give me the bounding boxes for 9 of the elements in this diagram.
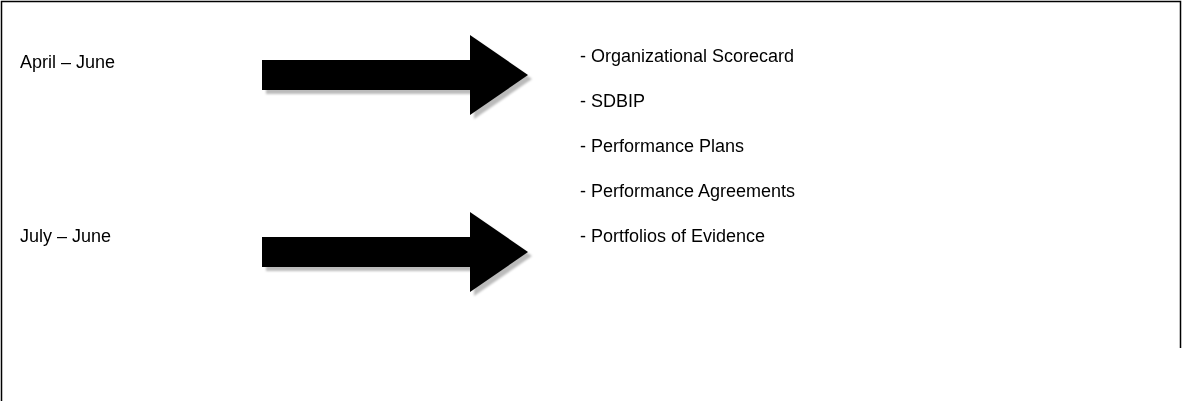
list-item-text: - Organizational Scorecard	[528, 44, 868, 68]
list-item-text: - Performance Plans	[528, 134, 788, 158]
list-item-text: - Portfolios of Evidence	[528, 224, 848, 248]
block-arrow	[262, 212, 528, 292]
block-arrow	[262, 35, 528, 115]
list-item-text: - Performance Agreements	[528, 179, 848, 203]
list-item-text: April – June	[20, 50, 262, 74]
list-item-text: July – June	[20, 224, 262, 248]
list-item-text: - SDBIP	[528, 89, 728, 113]
